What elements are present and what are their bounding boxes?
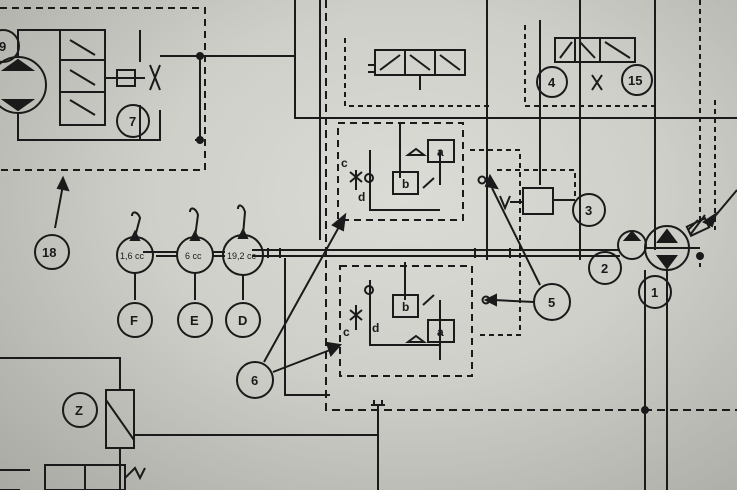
callout-15-circle — [621, 64, 653, 96]
lower-valve-a: a — [437, 325, 444, 339]
arrow-5-lower — [493, 299, 535, 303]
upper-valve-d: d — [358, 190, 365, 204]
cylinder-f-label: F — [130, 313, 138, 328]
directional-valve-right — [554, 37, 636, 63]
arrow-6-lower — [272, 349, 331, 373]
valve-3 — [522, 187, 554, 215]
upper-valve-b: b — [402, 177, 409, 191]
callout-18-label: 18 — [42, 245, 56, 260]
dashed-frame-main — [325, 0, 737, 411]
arrow-6-upper — [263, 224, 341, 363]
cylinder-d-label: D — [238, 313, 247, 328]
upper-valve-c: c — [341, 156, 348, 170]
label-d-circle — [225, 302, 261, 338]
upper-valve-a: a — [437, 145, 444, 159]
callout-5-label: 5 — [548, 295, 555, 310]
callout-6-circle — [236, 361, 274, 399]
callout-3-circle — [572, 193, 606, 227]
callout-2-circle — [588, 251, 622, 285]
callout-9-circle — [0, 29, 20, 63]
callout-z-circle — [62, 392, 98, 428]
label-e-circle — [177, 302, 213, 338]
callout-9-label: 9 — [0, 39, 6, 54]
actuator-z-label: Z — [75, 403, 83, 418]
cylinder-e-volume: 6 cc — [185, 251, 202, 261]
callout-1-circle — [638, 275, 672, 309]
arrow-to-18 — [54, 184, 64, 229]
callout-1-label: 1 — [651, 285, 658, 300]
cylinder-d-volume: 19,2 cc — [227, 251, 257, 261]
callout-7-circle — [116, 104, 150, 138]
lower-valve-c: c — [343, 325, 350, 339]
cylinder-e-label: E — [190, 313, 199, 328]
callout-18-circle — [34, 234, 70, 270]
lower-valve-b: b — [402, 300, 409, 314]
callout-4-circle — [536, 66, 568, 98]
callout-7-label: 7 — [129, 114, 136, 129]
label-f-circle — [117, 302, 153, 338]
callout-6-label: 6 — [251, 373, 258, 388]
callout-3-label: 3 — [585, 203, 592, 218]
callout-15-label: 15 — [628, 73, 642, 88]
dashed-box-top-left — [0, 7, 206, 171]
callout-4-label: 4 — [548, 75, 556, 90]
lower-valve-d: d — [372, 321, 379, 335]
arrow-5-upper — [491, 187, 541, 286]
callout-2-label: 2 — [601, 261, 608, 276]
cylinder-f-volume: 1,6 cc — [120, 251, 145, 261]
